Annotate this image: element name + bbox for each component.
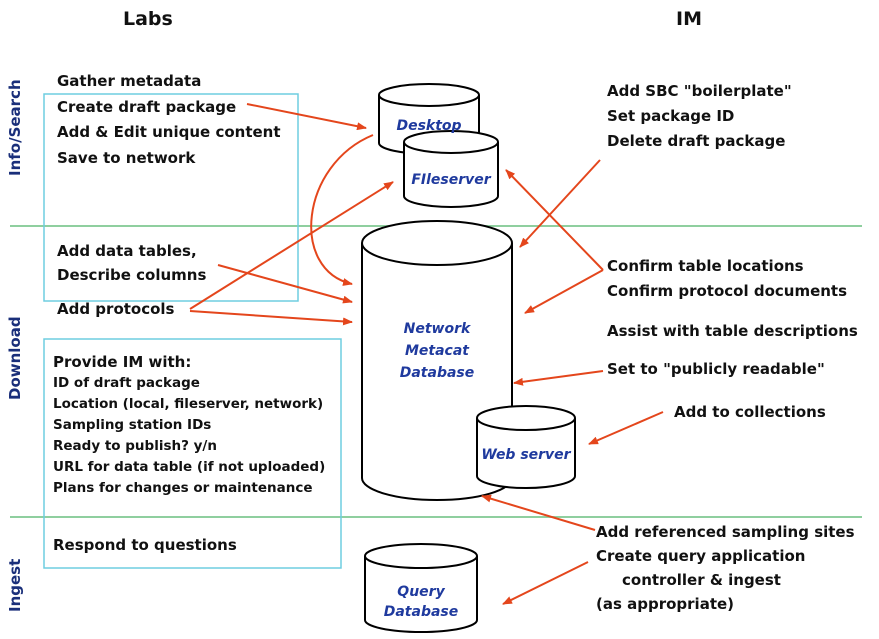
fileserver-cylinder xyxy=(403,130,499,208)
task-add-protocols: Add protocols xyxy=(57,300,175,318)
im-task-controller-ingest: controller & ingest xyxy=(622,571,781,589)
im-boilerplate-tasks: Add SBC "boilerplate" Set package ID Del… xyxy=(607,79,792,154)
arrow-protocols-to-network xyxy=(189,310,353,326)
provide-item: Ready to publish? y/n xyxy=(53,438,217,454)
provide-item: Location (local, fileserver, network) xyxy=(53,396,324,412)
web-server-label: Web server xyxy=(481,447,571,463)
network-label-line-1: Network xyxy=(403,321,471,337)
provide-item: Sampling station IDs xyxy=(53,417,212,433)
im-task-boilerplate: Add SBC "boilerplate" xyxy=(607,82,792,100)
query-label-line-2: Database xyxy=(383,604,459,620)
arrow-confirm-to-fileserver xyxy=(505,169,604,271)
arrow-public-to-network xyxy=(513,370,604,386)
provide-heading: Provide IM with: xyxy=(53,353,192,371)
provide-item: URL for data table (if not uploaded) xyxy=(53,459,326,475)
im-task-delete-draft: Delete draft package xyxy=(607,132,786,150)
data-tables-tasks: Add data tables, Describe columns xyxy=(57,239,206,287)
im-ingest-tasks: Add referenced sampling sites Create que… xyxy=(596,520,855,616)
network-label-line-2: Metacat xyxy=(404,343,469,359)
arrow-ingest-to-query xyxy=(502,561,589,605)
phase-label-ingest: Ingest xyxy=(6,558,24,612)
arrow-boilerplate-to-network xyxy=(519,159,601,248)
arrow-protocols-to-fileserver xyxy=(189,181,394,310)
provide-item: ID of draft package xyxy=(53,375,200,391)
arrow-confirm-to-network xyxy=(524,269,604,314)
arrow-ingest-to-network xyxy=(481,494,596,531)
web-server-cylinder xyxy=(476,405,576,489)
im-task-as-appropriate: (as appropriate) xyxy=(596,595,735,613)
fileserver-label: FIleserver xyxy=(411,172,491,188)
info-search-box xyxy=(43,93,299,302)
phase-label-download: Download xyxy=(6,316,24,400)
task-describe-columns: Describe columns xyxy=(57,266,207,284)
arrow-desktop-to-network xyxy=(310,134,374,286)
provide-im-list: Provide IM with: ID of draft package Loc… xyxy=(53,351,325,499)
query-label-line-1: Query xyxy=(397,584,445,600)
provide-item: Plans for changes or maintenance xyxy=(53,480,313,496)
arrow-draft-to-desktop xyxy=(246,103,367,131)
network-metacat-cylinder xyxy=(361,220,513,501)
task-add-data-tables: Add data tables, xyxy=(57,242,197,260)
task-add-edit: Add & Edit unique content xyxy=(57,123,281,141)
im-header: IM xyxy=(676,8,702,30)
im-task-assist: Assist with table descriptions xyxy=(607,322,858,340)
task-respond-questions: Respond to questions xyxy=(53,536,237,554)
im-task-confirm-protocols: Confirm protocol documents xyxy=(607,282,848,300)
arrow-datatables-to-network xyxy=(217,264,353,304)
network-label-line-3: Database xyxy=(399,365,475,381)
task-create-draft: Create draft package xyxy=(57,97,237,116)
im-task-collections: Add to collections xyxy=(674,403,826,421)
im-confirm-tasks: Confirm table locations Confirm protocol… xyxy=(607,254,847,304)
task-gather-metadata: Gather metadata xyxy=(57,72,202,90)
arrow-collections-to-webserver xyxy=(588,411,664,445)
info-search-tasks: Gather metadata Create draft package Add… xyxy=(57,69,281,171)
labs-header: Labs xyxy=(123,8,173,30)
query-database-cylinder xyxy=(364,543,478,633)
query-database-label: Query Database xyxy=(366,582,476,622)
im-task-public: Set to "publicly readable" xyxy=(607,360,825,378)
im-task-package-id: Set package ID xyxy=(607,107,735,125)
im-task-sampling-sites: Add referenced sampling sites xyxy=(596,523,855,541)
desktop-label: Desktop xyxy=(396,118,462,134)
phase-label-info-search: Info/Search xyxy=(6,79,24,176)
im-task-query-app: Create query application xyxy=(596,547,806,565)
im-task-confirm-tables: Confirm table locations xyxy=(607,257,804,275)
task-save-network: Save to network xyxy=(57,148,196,167)
network-metacat-label: Network Metacat Database xyxy=(372,318,502,384)
provide-im-box xyxy=(43,338,342,569)
